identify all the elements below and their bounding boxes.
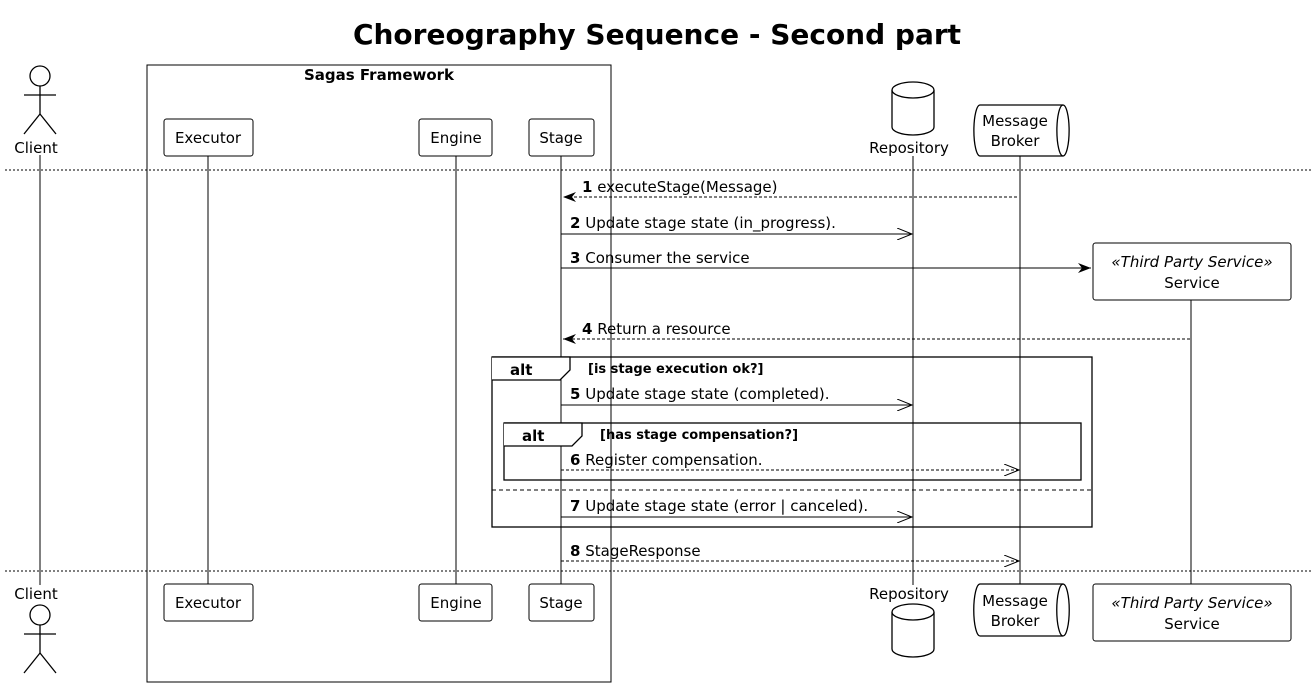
participant-box-stage-top [528, 118, 595, 157]
message-8-label: 8 StageResponse [570, 542, 701, 560]
message-2-label: 2 Update stage state (in_progress). [570, 214, 836, 233]
participant-engine-top: Engine [430, 129, 481, 147]
alt-keyword-outer: alt [510, 361, 532, 379]
participant-client-top: Client [14, 139, 58, 157]
participant-broker-line1-top: Message [982, 112, 1048, 130]
participant-service-bottom: Service [1164, 615, 1219, 633]
participant-client-bottom: Client [14, 585, 58, 603]
message-7-label: 7 Update stage state (error | canceled). [570, 497, 868, 515]
message-3-label: 3 Consumer the service [570, 249, 750, 267]
alt-guard-outer: [is stage execution ok?] [588, 362, 763, 377]
database-icon [891, 81, 935, 136]
participant-executor-bottom: Executor [175, 594, 242, 612]
participant-repository-top: Repository [869, 139, 949, 157]
message-5-label: 5 Update stage state (completed). [570, 385, 830, 403]
client-actor-top [23, 65, 57, 135]
participant-box-engine-bottom [418, 583, 493, 622]
client-actor-bottom [23, 604, 57, 674]
queue-icon [973, 583, 1070, 637]
participant-executor-top: Executor [175, 129, 242, 147]
alt-tab-inner [504, 422, 583, 447]
participant-stage-bottom: Stage [539, 594, 582, 612]
queue-icon [973, 104, 1070, 157]
alt-tab-outer [492, 356, 571, 381]
actor-head-icon [29, 604, 51, 626]
message-4-label: 4 Return a resource [582, 320, 731, 338]
service-stereotype-bottom: «Third Party Service» [1111, 594, 1272, 612]
participant-box-executor-bottom [163, 583, 254, 622]
participant-service-top: Service [1164, 274, 1219, 292]
alt-fragment-outer [491, 356, 1093, 528]
participant-repository-bottom: Repository [869, 585, 949, 603]
database-icon [891, 603, 935, 658]
participant-engine-bottom: Engine [430, 594, 481, 612]
diagram-title: Choreography Sequence - Second part [353, 18, 961, 51]
participant-box-engine-top [418, 118, 493, 157]
participant-box-service-bottom [1092, 583, 1292, 642]
participant-box-service-top [1092, 242, 1292, 301]
participant-stage-top: Stage [539, 129, 582, 147]
group-box-sagas-framework [146, 64, 612, 683]
group-label: Sagas Framework [304, 66, 455, 84]
participant-broker-line1-bottom: Message [982, 592, 1048, 610]
message-1-label: 1 executeStage(Message) [582, 178, 777, 196]
participant-box-executor-top [163, 118, 254, 157]
alt-fragment-inner [503, 422, 1082, 481]
alt-guard-inner: [has stage compensation?] [600, 428, 798, 443]
participant-box-stage-bottom [528, 583, 595, 622]
actor-head-icon [29, 65, 51, 87]
message-6-label: 6 Register compensation. [570, 451, 763, 469]
alt-keyword-inner: alt [522, 427, 544, 445]
participant-broker-line2-bottom: Broker [991, 612, 1041, 630]
service-stereotype-top: «Third Party Service» [1111, 253, 1272, 271]
participant-broker-line2-top: Broker [991, 132, 1041, 150]
